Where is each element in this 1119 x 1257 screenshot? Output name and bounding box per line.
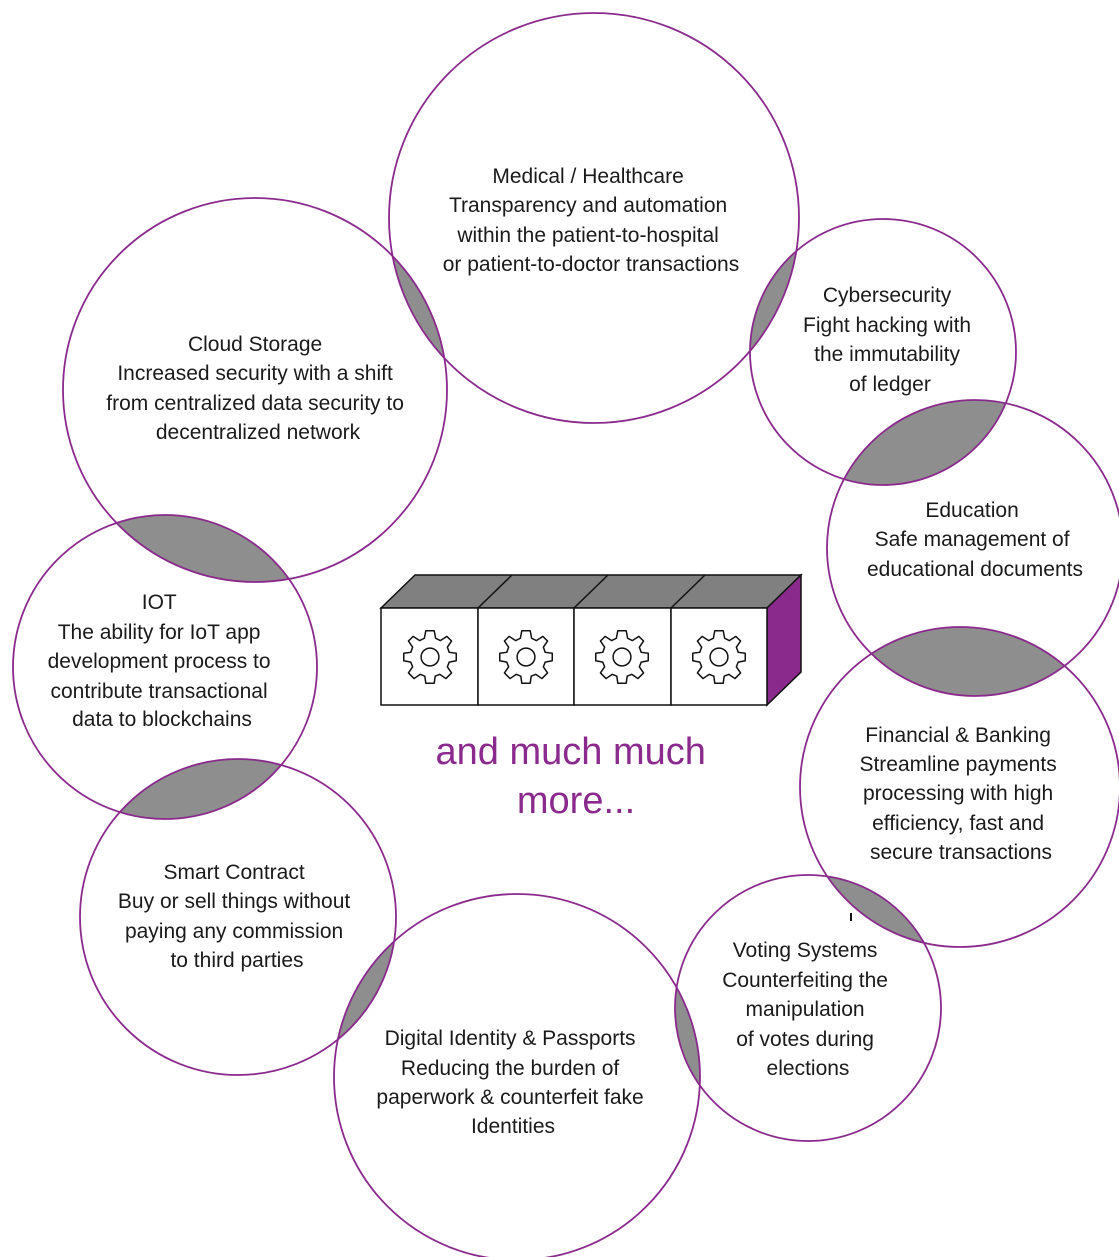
cloud-storage-line-3: decentralized network xyxy=(156,421,361,444)
smart-contract-line-1: Buy or sell things without xyxy=(118,890,350,913)
education-title: Education xyxy=(925,499,1018,522)
text-education: Education Safe management of educational… xyxy=(867,499,1083,581)
cybersecurity-line-2: the immutability xyxy=(814,343,960,366)
digital-identity-line-3: Identities xyxy=(471,1115,555,1138)
cloud-storage-title: Cloud Storage xyxy=(188,333,322,356)
financial-line-2: processing with high xyxy=(863,782,1053,805)
voting-line-3: of votes during xyxy=(736,1028,874,1051)
cybersecurity-line-1: Fight hacking with xyxy=(803,314,971,337)
circle-smart-contract xyxy=(79,758,397,1076)
more-line-2: more... xyxy=(517,780,635,822)
circle-voting xyxy=(674,874,942,1142)
more-line-1: and much much xyxy=(436,731,706,773)
circle-education xyxy=(826,399,1119,697)
text-voting: Voting Systems Counterfeiting the manipu… xyxy=(722,939,894,1080)
iot-line-3: contribute transactional xyxy=(51,680,268,703)
circle-financial xyxy=(799,626,1119,948)
and-much-more-text: and much much more... xyxy=(436,731,717,822)
digital-identity-line-1: Reducing the burden of xyxy=(401,1057,619,1080)
medical-line-2: within the patient-to-hospital xyxy=(456,224,719,247)
text-smart-contract: Smart Contract Buy or sell things withou… xyxy=(118,861,356,972)
smart-contract-title: Smart Contract xyxy=(163,861,304,884)
circle-digital-identity xyxy=(333,893,701,1257)
overlap-cybersecurity-education xyxy=(827,400,1016,485)
text-cybersecurity: Cybersecurity Fight hacking with the imm… xyxy=(803,284,977,396)
education-line-2: educational documents xyxy=(867,558,1083,581)
medical-title: Medical / Healthcare xyxy=(492,165,683,188)
medical-line-3: or patient-to-doctor transactions xyxy=(443,253,739,276)
text-financial: Financial & Banking Streamline payments … xyxy=(859,724,1062,864)
cybersecurity-title: Cybersecurity xyxy=(823,284,952,307)
top-divider-2 xyxy=(573,574,609,609)
voting-title: Voting Systems xyxy=(733,939,878,962)
iot-line-1: The ability for IoT app xyxy=(58,621,261,644)
circle-cloud-storage xyxy=(62,197,448,583)
cloud-storage-line-2: from centralized data security to xyxy=(106,392,404,415)
iot-title: IOT xyxy=(142,591,177,614)
smart-contract-line-2: paying any commission xyxy=(125,920,343,943)
top-divider-1 xyxy=(477,574,513,609)
iot-line-2: development process to xyxy=(48,650,271,673)
block-4 xyxy=(670,607,768,706)
smart-contract-line-3: to third parties xyxy=(170,949,303,972)
education-line-1: Safe management of xyxy=(875,528,1070,551)
text-digital-identity: Digital Identity & Passports Reducing th… xyxy=(376,1027,649,1138)
voting-line-2: manipulation xyxy=(746,998,865,1021)
circle-iot xyxy=(12,514,318,820)
voting-line-4: elections xyxy=(767,1057,850,1080)
blockchain-blocks xyxy=(379,573,803,707)
financial-title: Financial & Banking xyxy=(865,724,1051,747)
block-3 xyxy=(573,607,672,706)
circle-medical xyxy=(388,12,800,424)
voting-line-1: Counterfeiting the xyxy=(722,969,888,992)
medical-line-1: Transparency and automation xyxy=(449,194,727,217)
digital-identity-title: Digital Identity & Passports xyxy=(385,1027,636,1050)
block-2 xyxy=(477,607,575,706)
financial-line-4: secure transactions xyxy=(870,841,1052,864)
cybersecurity-line-3: of ledger xyxy=(849,373,931,396)
circle-cybersecurity xyxy=(749,218,1017,486)
financial-line-3: efficiency, fast and xyxy=(872,812,1044,835)
cloud-storage-line-1: Increased security with a shift xyxy=(117,362,393,385)
top-divider-3 xyxy=(670,574,706,609)
overlap-iot-cloud-storage xyxy=(63,515,317,582)
block-1 xyxy=(380,607,479,706)
overlap-cloud-storage-medical xyxy=(389,198,447,423)
circle-outlines xyxy=(12,12,1119,1257)
financial-line-1: Streamline payments xyxy=(859,753,1056,776)
text-medical: Medical / Healthcare Transparency and au… xyxy=(443,165,739,276)
text-iot: IOT The ability for IoT app development … xyxy=(48,591,277,731)
iot-line-4: data to blockchains xyxy=(72,708,252,731)
digital-identity-line-2: paperwork & counterfeit fake xyxy=(376,1086,643,1109)
text-cloud-storage: Cloud Storage Increased security with a … xyxy=(106,333,409,444)
